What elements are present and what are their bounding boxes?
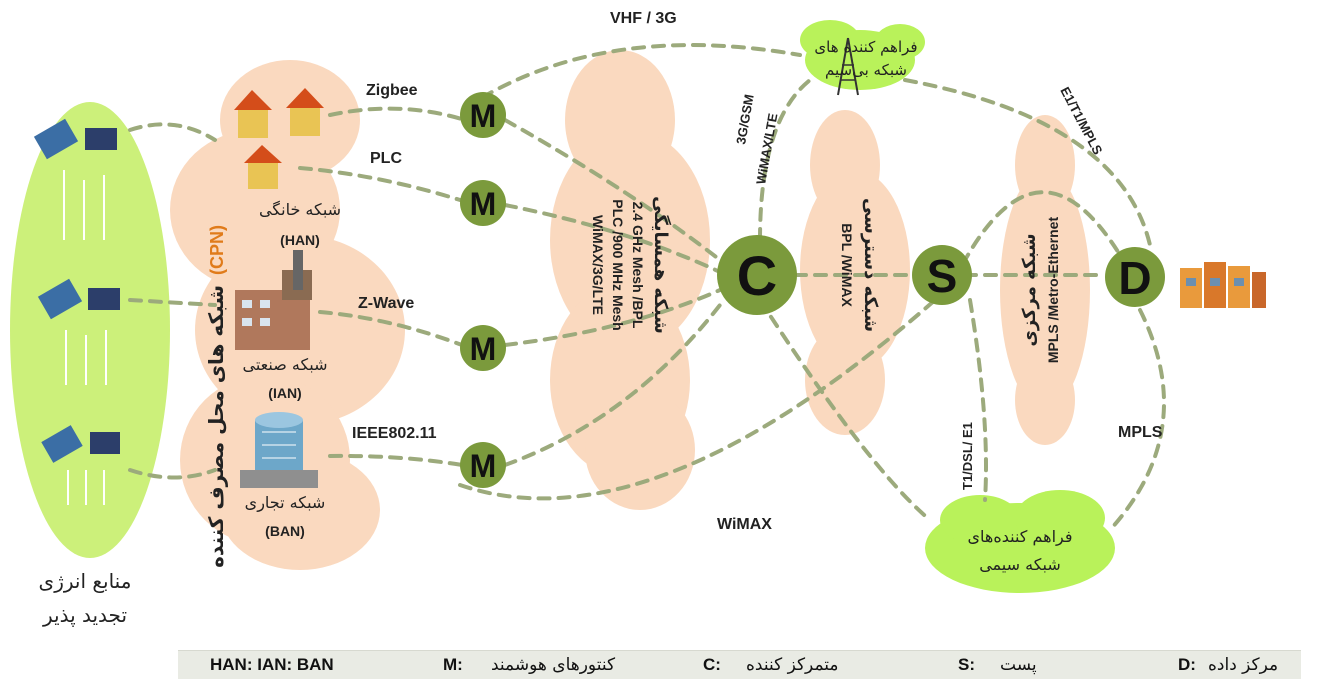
smart-meter-node-plc: M: [460, 180, 506, 226]
nan-line-3: WiMAX/3G/LTE: [590, 215, 606, 315]
access-network-cloud: [800, 110, 910, 435]
legend-concentrator-text: متمرکز کننده: [746, 655, 839, 675]
factory-icon: [235, 250, 312, 350]
svg-text:M: M: [470, 98, 497, 134]
concentrator-node: C: [717, 235, 797, 315]
smart-meter-node-zigbee: M: [460, 92, 506, 138]
legend-substation: S:: [958, 655, 975, 674]
neighborhood-network-labels: شبکه همسایگی 2.4 GHz Mesh /BPL PLC /900 …: [590, 196, 672, 334]
data-center-icon: [1180, 262, 1266, 308]
han-label-en: (HAN): [280, 232, 320, 248]
renewable-label-1: منابع انرژی: [39, 569, 132, 593]
renewable-sources-area: [10, 102, 170, 558]
ian-label-en: (IAN): [268, 385, 301, 401]
wireless-provider-line-2: شبکه بی‌سیم: [825, 61, 907, 79]
data-center-node: D: [1105, 247, 1165, 307]
wired-provider-line-2: شبکه سیمی: [979, 555, 1061, 574]
renewable-label-2: تجدید پذیر: [42, 603, 127, 628]
legend-concentrator: C:: [703, 655, 721, 674]
access-line-1: BPL /WiMAX: [839, 223, 855, 307]
legend-data-center-text: مرکز داده: [1208, 655, 1279, 675]
svg-text:D: D: [1118, 252, 1151, 304]
nan-title: شبکه همسایگی: [650, 196, 672, 334]
nan-line-1: 2.4 GHz Mesh /BPL: [630, 202, 646, 329]
solar-wind-icon-1: [33, 118, 117, 240]
han-label-fa: شبکه خانگی: [259, 200, 341, 219]
nan-line-2: PLC /900 MHz Mesh: [610, 199, 626, 330]
cpn-title-group: شبکه های محل مصرف کننده (CPN): [204, 225, 228, 568]
svg-text:S: S: [927, 250, 958, 302]
legend-han-ian-ban: HAN: IAN: BAN: [210, 655, 334, 674]
wired-provider-cloud: [925, 490, 1115, 593]
svg-text:M: M: [470, 186, 497, 222]
core-network-cloud: [1000, 115, 1090, 445]
smart-meter-node-ieee: M: [460, 442, 506, 488]
cpn-title: شبکه های محل مصرف کننده: [204, 285, 228, 568]
core-network-labels: شبکه مرکزی MPLS /Metro-Ethernet: [1019, 217, 1061, 364]
label-zigbee: Zigbee: [366, 82, 418, 99]
svg-text:M: M: [470, 448, 497, 484]
ian-label-fa: شبکه صنعتی: [242, 355, 327, 374]
svg-text:M: M: [470, 331, 497, 367]
label-zwave: Z-Wave: [358, 295, 414, 312]
label-ieee: IEEE802.11: [352, 425, 437, 442]
wired-provider-line-1: فراهم کننده‌های: [968, 527, 1073, 547]
svg-text:C: C: [737, 244, 777, 307]
legend-bar: HAN: IAN: BAN M: کنتورهای هوشمند C: متمر…: [178, 650, 1301, 679]
access-network-labels: شبکه دسترسی BPL /WiMAX: [839, 198, 881, 332]
substation-node: S: [912, 245, 972, 305]
commercial-building-icon: [240, 412, 318, 488]
label-wimax-bottom: WiMAX: [717, 516, 772, 533]
legend-substation-text: پست: [1000, 655, 1037, 675]
solar-wind-icon-2: [37, 278, 120, 385]
network-links: [128, 43, 1166, 532]
ban-label-en: (BAN): [265, 523, 305, 539]
core-title: شبکه مرکزی: [1019, 233, 1040, 346]
house-icons: [234, 88, 324, 189]
solar-wind-icon-3: [41, 425, 120, 505]
core-line-1: MPLS /Metro-Ethernet: [1045, 217, 1061, 364]
wireless-provider-line-1: فراهم کننده های: [814, 38, 917, 56]
label-gsm-1: 3G/GSM: [733, 93, 757, 145]
label-gsm-2: WiMAX/LTE: [753, 112, 780, 186]
radio-tower-icon: [837, 37, 859, 96]
label-mpls: MPLS: [1118, 424, 1163, 441]
legend-smart-meter: M:: [443, 655, 463, 674]
smart-meter-node-zwave: M: [460, 325, 506, 371]
access-title: شبکه دسترسی: [860, 198, 881, 332]
label-t1dsl: T1/DSL/ E1: [960, 422, 975, 490]
legend-data-center: D:: [1178, 655, 1196, 674]
label-plc: PLC: [370, 150, 402, 167]
ban-label-fa: شبکه تجاری: [245, 493, 326, 513]
neighborhood-network-cloud: [550, 50, 710, 510]
wireless-provider-cloud: [800, 20, 925, 90]
legend-smart-meter-text: کنتورهای هوشمند: [491, 655, 616, 675]
cpn-abbr: (CPN): [207, 225, 227, 275]
label-vhf: VHF / 3G: [610, 10, 677, 27]
